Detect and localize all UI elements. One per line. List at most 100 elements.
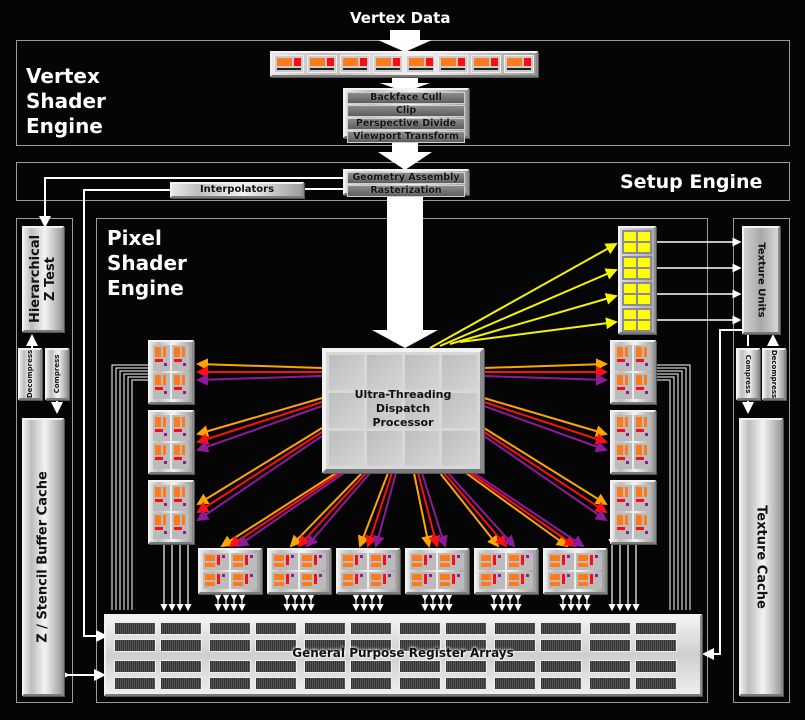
register-cell xyxy=(209,639,251,652)
label-line: Pixel xyxy=(107,226,162,250)
stage-geometry-assembly: Geometry Assembly xyxy=(347,172,465,184)
register-cell xyxy=(350,639,392,652)
pixel-shader-quad xyxy=(336,548,400,594)
compress-block-left: Compress xyxy=(45,348,69,400)
z-stencil-cache-block: Z / Stencil Buffer Cache xyxy=(22,418,64,696)
decompress-block-right: Decompress xyxy=(762,348,786,400)
pixel-shader-cell xyxy=(153,485,170,511)
register-cell xyxy=(304,622,346,635)
pixel-shader-quad xyxy=(148,410,194,474)
register-cell xyxy=(255,639,297,652)
label-line: Vertex xyxy=(26,64,100,88)
decompress-label: Decompress xyxy=(770,349,778,399)
vertex-shader-unit xyxy=(405,55,436,73)
register-cell xyxy=(445,660,487,673)
dispatch-ray xyxy=(483,397,608,437)
setup-pipeline: Geometry Assembly Rasterization xyxy=(343,169,469,197)
register-cell xyxy=(635,622,677,635)
pixel-shader-cell xyxy=(231,553,257,570)
dispatch-ray xyxy=(220,472,337,548)
register-cell xyxy=(255,622,297,635)
register-cell xyxy=(540,639,582,652)
vertex-shader-unit xyxy=(504,55,534,73)
texture-ray xyxy=(429,243,618,349)
register-wire xyxy=(656,370,683,610)
texture-ray xyxy=(449,293,618,345)
label-line: Shader xyxy=(26,89,106,113)
register-cell xyxy=(494,622,536,635)
pixel-shader-quad xyxy=(610,480,656,544)
compress-block-right: Compress xyxy=(736,348,760,400)
texture-address-block xyxy=(622,308,652,332)
register-cell xyxy=(209,677,251,690)
register-cell xyxy=(540,677,582,690)
dispatch-ray xyxy=(421,472,448,548)
dispatch-ray xyxy=(196,373,323,386)
register-wire xyxy=(656,367,687,610)
register-wire xyxy=(656,379,671,610)
register-cell xyxy=(540,622,582,635)
dispatch-ray xyxy=(196,358,323,371)
pixel-shader-cell xyxy=(634,415,651,441)
pixel-shader-cell xyxy=(615,373,632,399)
vertex-shader-units xyxy=(270,51,538,77)
dispatch-ray xyxy=(305,472,371,548)
pixel-shader-cell xyxy=(172,485,189,511)
register-cell xyxy=(114,639,156,652)
dispatch-ray xyxy=(417,472,441,548)
pixel-shader-cell xyxy=(153,345,170,371)
register-cell xyxy=(399,622,441,635)
pixel-shader-cell xyxy=(172,443,189,469)
pixel-shader-cell xyxy=(172,513,189,539)
register-cell xyxy=(304,639,346,652)
flow-arrow-to-pipeline xyxy=(380,78,430,92)
texture-ray xyxy=(459,317,618,343)
register-cell xyxy=(589,622,631,635)
flow-arrow-to-dispatch xyxy=(372,194,438,348)
hierarchical-z-block: Hierarchical Z Test xyxy=(22,226,64,332)
pixel-shader-quad xyxy=(405,548,469,594)
dispatch-ray xyxy=(196,405,323,453)
vertex-shader-unit xyxy=(372,55,403,73)
dispatch-ray xyxy=(196,397,323,437)
pixel-shader-cell xyxy=(634,485,651,511)
register-cell xyxy=(494,677,536,690)
dispatch-label-line: Dispatch xyxy=(375,402,431,415)
register-cell xyxy=(114,660,156,673)
pixel-shader-quad xyxy=(148,480,194,544)
register-cell xyxy=(494,660,536,673)
texture-address-block xyxy=(622,282,652,306)
stage-rasterization: Rasterization xyxy=(347,185,465,197)
register-cell xyxy=(635,677,677,690)
vertex-shader-unit xyxy=(438,55,469,73)
pixel-shader-cell xyxy=(576,553,602,570)
dispatch-ray xyxy=(365,472,393,548)
register-cell xyxy=(160,622,202,635)
label-line: Engine xyxy=(107,276,184,300)
dispatch-ray xyxy=(196,431,323,514)
texture-ray xyxy=(439,268,618,347)
dispatch-ray xyxy=(439,472,500,548)
wire-interp-to-registers xyxy=(83,189,170,642)
pixel-shader-cell xyxy=(634,373,651,399)
register-wire xyxy=(656,373,679,610)
register-cell xyxy=(540,660,582,673)
pixel-shader-cell xyxy=(300,553,326,570)
hz-label-line: Hierarchical xyxy=(28,234,43,324)
interpolators-block: Interpolators xyxy=(170,182,304,198)
pixel-shader-cell xyxy=(153,513,170,539)
z-stencil-cache-label: Z / Stencil Buffer Cache xyxy=(35,471,51,643)
register-wires xyxy=(111,364,691,612)
pixel-shader-cell xyxy=(615,443,632,469)
dispatch-cell xyxy=(366,393,402,428)
texture-address-block xyxy=(622,256,652,280)
register-cell xyxy=(399,677,441,690)
pixel-shader-cell xyxy=(341,553,367,570)
register-cell xyxy=(399,660,441,673)
pixel-shader-cell xyxy=(172,415,189,441)
pixel-shader-cell xyxy=(203,553,229,570)
pixel-shader-cell xyxy=(479,572,505,589)
register-cell xyxy=(445,622,487,635)
register-cell xyxy=(589,639,631,652)
